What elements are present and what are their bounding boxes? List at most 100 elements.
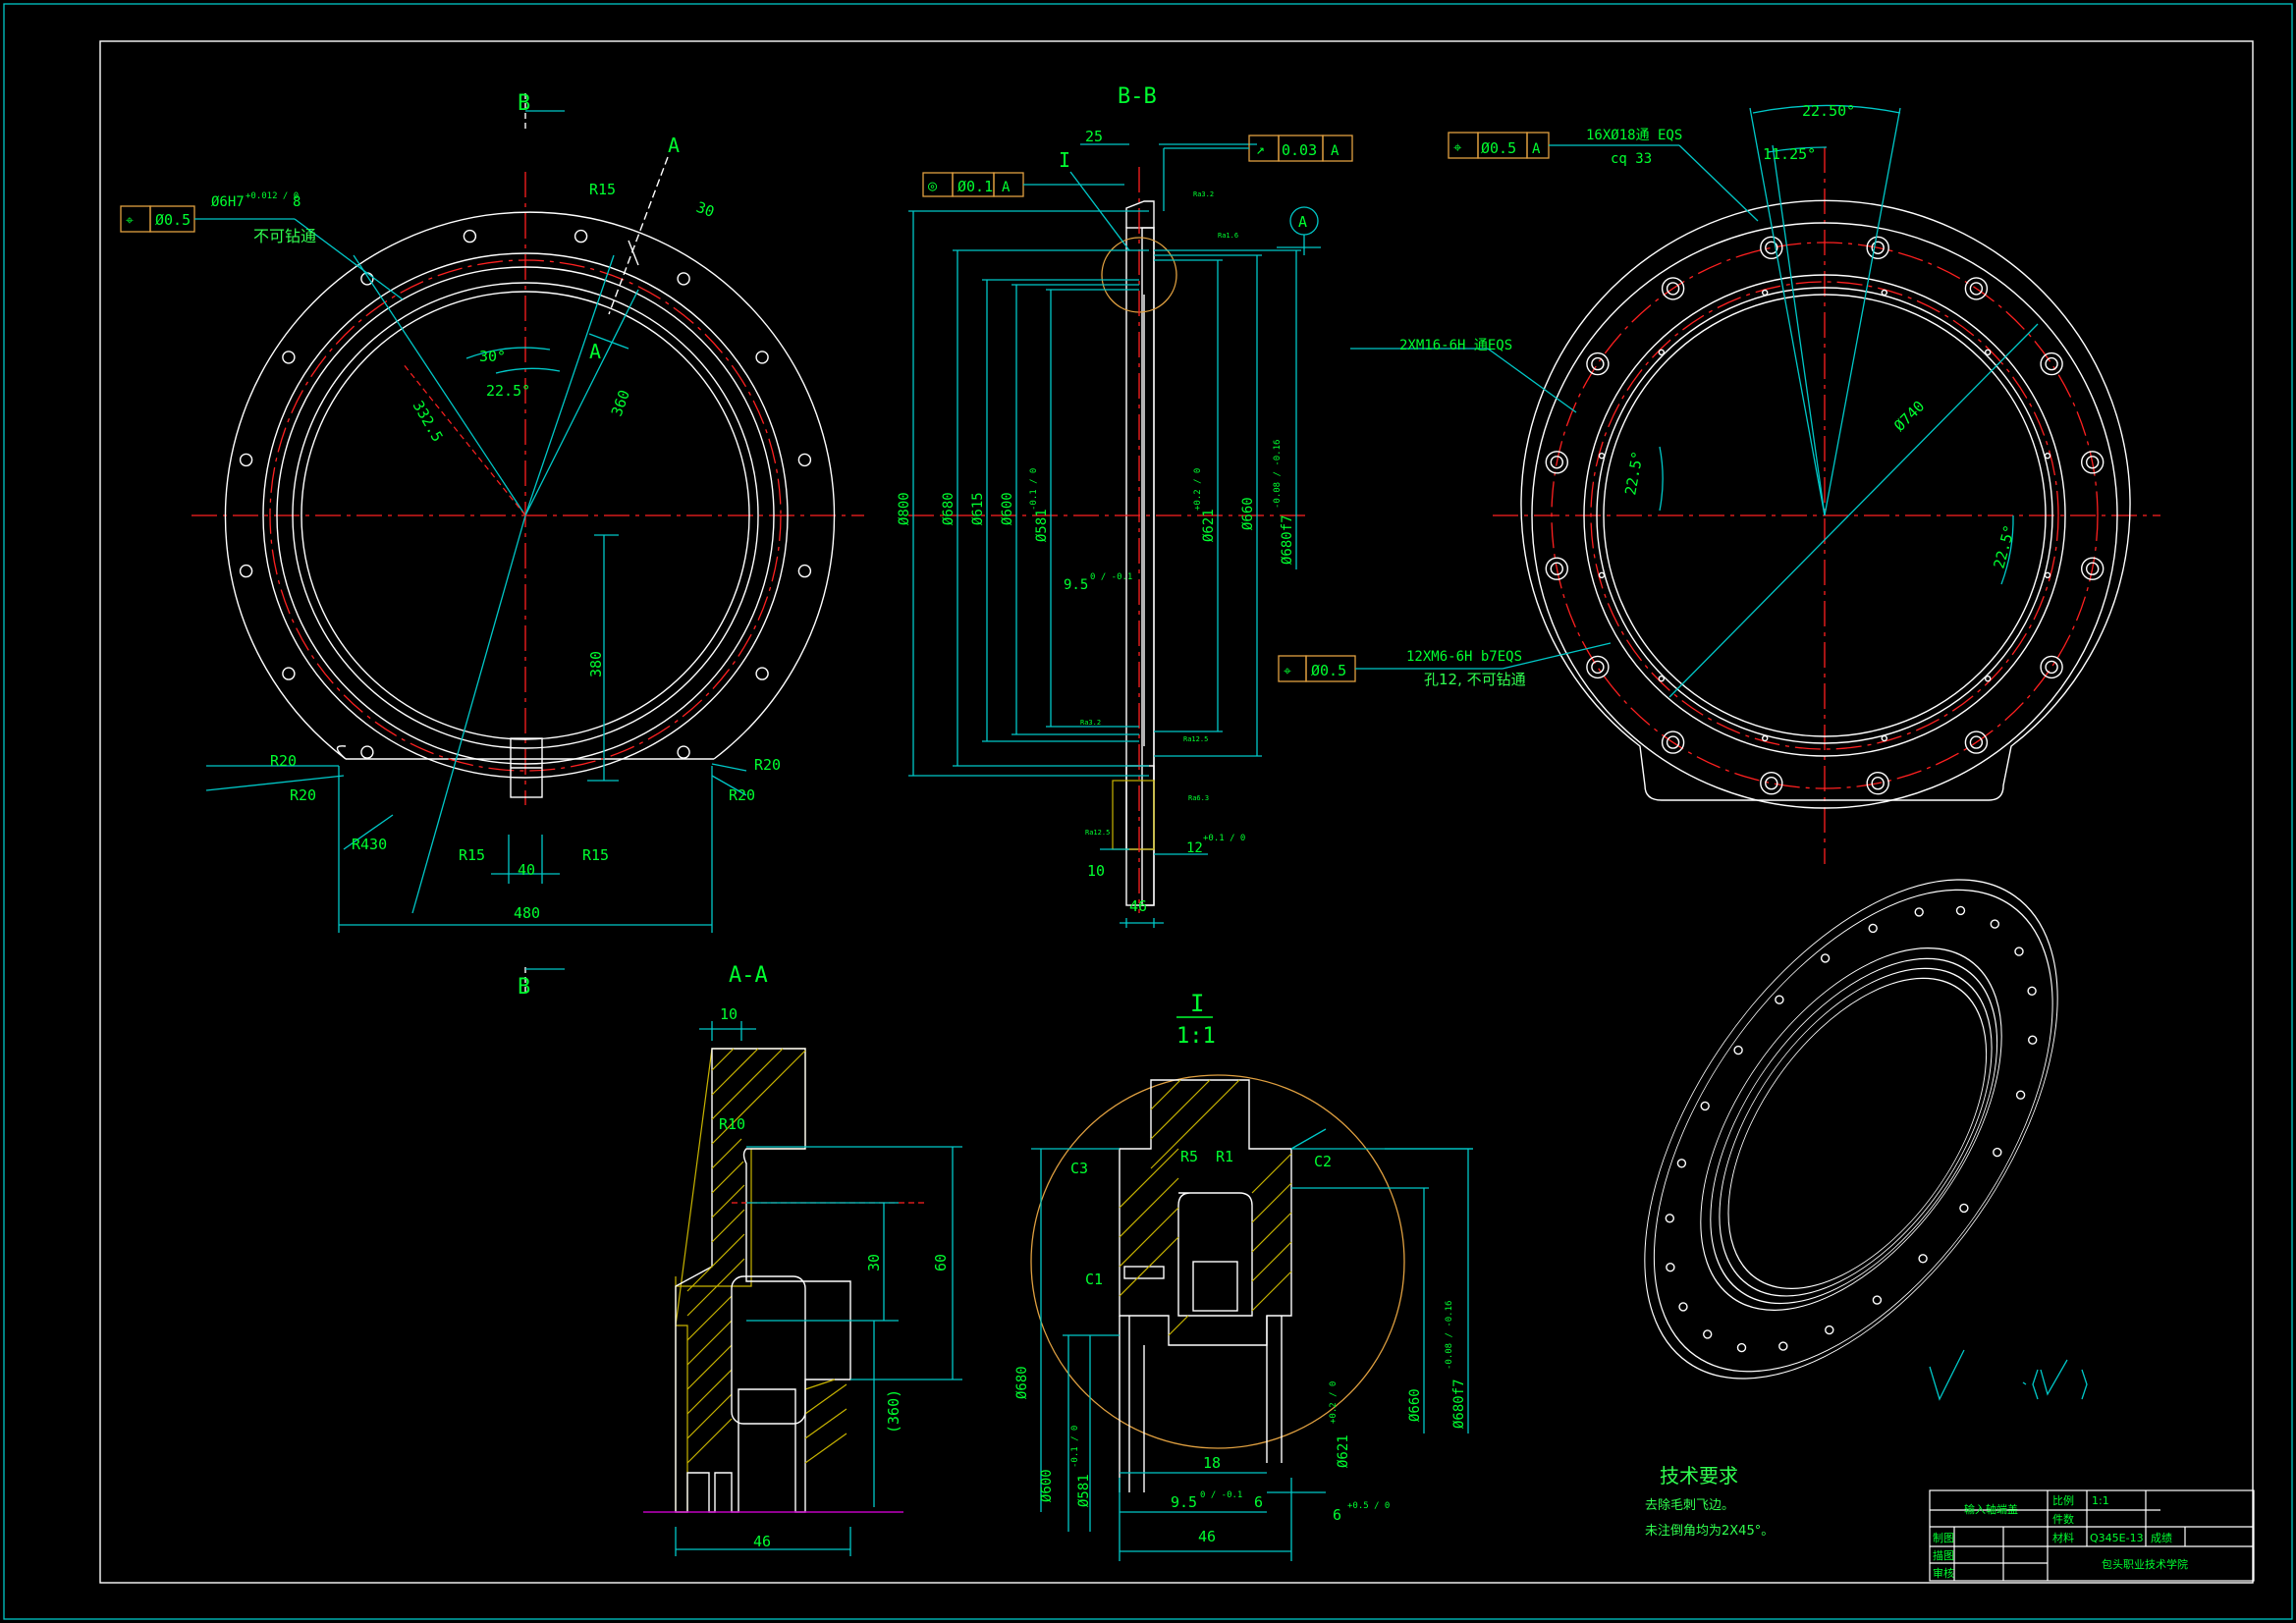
right-bolt-hole (1545, 451, 1569, 474)
iso-bolt-hole (1678, 1302, 1688, 1312)
svg-text:◎: ◎ (928, 177, 937, 194)
iso-bolt-hole (1955, 905, 1966, 916)
right-bolt-hole (1964, 730, 1989, 754)
iso-bolt-hole (1676, 1159, 1687, 1168)
right-bolt-holes (1545, 236, 2105, 795)
tb-check-label: 描图 (1933, 1548, 1954, 1562)
notes-line2: 未注倒角均为2X45°。 (1645, 1524, 1774, 1539)
right-view (1278, 104, 2160, 864)
tb-design-label: 制图 (1933, 1532, 1954, 1544)
right-tapped-hole (1598, 453, 1606, 460)
iso-bolt-hole (2027, 1035, 2038, 1045)
front-bolt-hole (239, 453, 253, 467)
aa-dim-30: 30 (865, 1254, 883, 1271)
iso-bolt-hole (1990, 919, 2000, 929)
detail-label: I (1190, 990, 1204, 1017)
outer-frame (3, 3, 2293, 1620)
front-bolt-hole (755, 351, 769, 364)
dim-30-slot: 30 (694, 198, 717, 221)
iso-bolt-hole (1666, 1262, 1675, 1272)
section-bb (908, 135, 1353, 928)
right-bolt-hole-inner (1666, 282, 1680, 296)
right-dim-22-50: 22.50° (1802, 102, 1855, 120)
bb-fcf-right-value: 0.03 (1282, 141, 1317, 159)
iso-bolt-hole (2027, 986, 2037, 996)
right-bolt-hole (1964, 277, 1989, 300)
section-label-a-mid: A (589, 340, 601, 363)
detail-ref-label: I (1059, 148, 1070, 172)
front-bolt-hole (239, 564, 253, 578)
right-note2: 2XM16-6H 通EQS (1399, 338, 1512, 353)
front-hole-depth: 8 (293, 194, 301, 210)
datum-label: A (1298, 213, 1307, 231)
bb-dim-12-tol: +0.1 / 0 (1203, 834, 1245, 843)
right-tapped-hole (1658, 676, 1666, 682)
right-note1-line1: 16XØ18通 EQS (1586, 128, 1682, 143)
front-view (120, 93, 864, 992)
dim-380: 380 (587, 651, 605, 677)
detail-c2: C2 (1314, 1153, 1332, 1170)
iso-bolt-hole (2014, 947, 2024, 956)
right-bolt-hole (2080, 451, 2105, 474)
iso-bolt-hole (1700, 1101, 1710, 1111)
dim-r20-2: R20 (290, 786, 316, 804)
bb-dim-621: Ø621 (1201, 509, 1217, 542)
dim-r20-1: R20 (270, 752, 297, 770)
bb-dim-9-5: 9.5 (1064, 577, 1088, 593)
tb-drawing-label: 成绩 (2151, 1532, 2172, 1544)
front-bolt-hole (797, 564, 812, 578)
dim-22-5-deg: 22.5° (486, 382, 530, 400)
bb-finish-4: Ra12.5 (1183, 735, 1208, 743)
right-dim-11-25: 11.25° (1763, 145, 1816, 163)
aa-dim-60: 60 (932, 1254, 950, 1271)
bb-dim-660: Ø660 (1240, 497, 1256, 530)
bb-finish-6: Ra12.5 (1085, 829, 1110, 837)
bb-dim-680f7: Ø680f7 (1280, 514, 1295, 565)
front-bolt-hole (282, 351, 296, 364)
iso-bolt-hole (1820, 953, 1831, 963)
right-fcf2-value: Ø0.5 (1311, 662, 1346, 679)
bb-finish-3: Ra3.2 (1080, 719, 1101, 727)
dim-40: 40 (518, 861, 535, 879)
right-bolt-hole (1545, 557, 1569, 580)
detail-dim-680f7-tol: -0.08 / -0.16 (1445, 1301, 1454, 1370)
section-label-aa: A-A (729, 963, 768, 988)
front-bolt-holes (239, 229, 812, 759)
iso-bolt-hole (1868, 923, 1878, 934)
right-bolt-hole (2040, 655, 2063, 679)
right-bolt-hole (1760, 236, 1783, 260)
right-bolt-hole-inner (1969, 735, 1984, 749)
front-hole-note: 不可钻通 (253, 227, 316, 245)
iso-view (1644, 879, 2058, 1380)
tb-scale-value: 1:1 (2092, 1494, 2109, 1507)
front-bolt-hole (360, 745, 374, 759)
dim-30-deg: 30° (479, 348, 506, 365)
front-bolt-hole (677, 272, 690, 286)
section-label-b-top: B (518, 91, 530, 116)
dim-r15-top: R15 (589, 181, 616, 198)
right-dim-22-5-right: 22.5° (1990, 523, 2018, 570)
right-bolt-hole-inner (2045, 356, 2058, 371)
dim-r430: R430 (352, 836, 387, 853)
iso-bolt-hole (2015, 1090, 2026, 1100)
tb-review-label: 审核 (1933, 1566, 1954, 1580)
iso-bolt-hole (1665, 1214, 1675, 1223)
bb-dim-10: 10 (1087, 862, 1105, 880)
title-block (1929, 1489, 2255, 1582)
right-bolt-hole-inner (1765, 241, 1778, 255)
bb-dim-680: Ø680 (941, 492, 957, 525)
right-tapped-hole (1598, 571, 1606, 578)
inner-frame (99, 40, 2254, 1584)
right-tapped-hole (1881, 289, 1888, 297)
tb-qty-label: 件数 (2052, 1513, 2074, 1526)
right-dim-740: Ø740 (1890, 398, 1928, 435)
detail-scale: 1:1 (1176, 1024, 1216, 1049)
dim-r15-right: R15 (582, 846, 609, 864)
svg-text:⌖: ⌖ (1284, 664, 1291, 679)
right-bolt-hole (1661, 730, 1685, 754)
notes-title: 技术要求 (1660, 1464, 1738, 1488)
dim-480: 480 (514, 904, 540, 922)
section-aa (643, 1021, 962, 1556)
front-bolt-hole (574, 229, 588, 243)
